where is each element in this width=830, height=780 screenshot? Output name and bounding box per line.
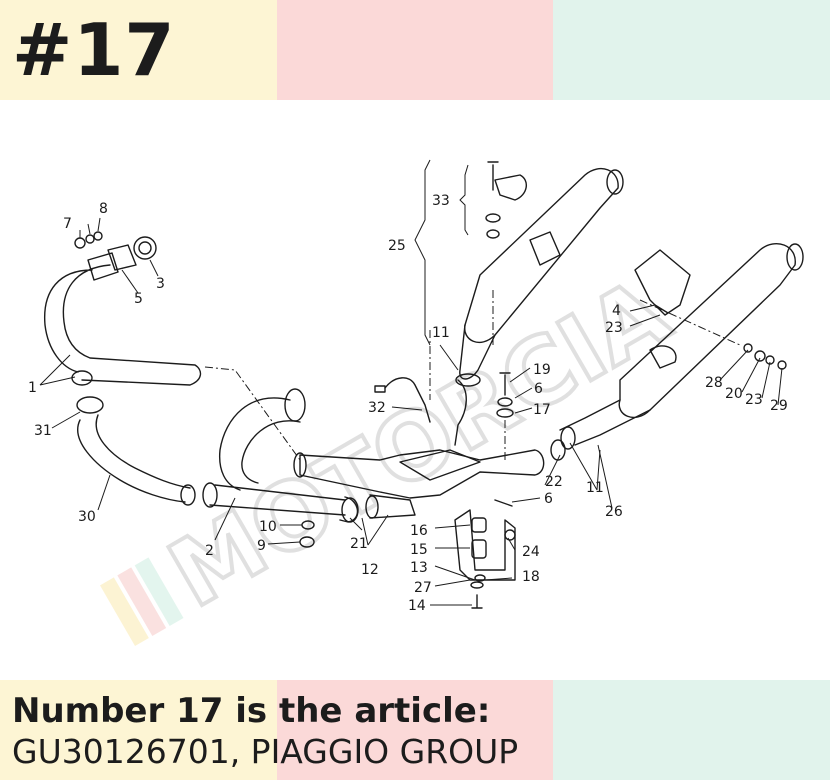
footer-band: [0, 680, 830, 780]
callout-19: 19: [533, 362, 551, 378]
callout-15: 15: [410, 542, 428, 558]
callout-32: 32: [368, 400, 386, 416]
band-green: [553, 0, 830, 100]
callout-7: 7: [63, 216, 72, 232]
band-pink: [277, 0, 553, 100]
callout-1: 1: [28, 380, 37, 396]
callout-31: 31: [34, 423, 52, 439]
leader-lines: [39, 217, 783, 606]
part-number-title: #17: [12, 8, 176, 92]
callout-labels: 1 2 3 4 5 6 6 7 8 9 10 11 11 12 13 14 15…: [28, 193, 788, 614]
callout-9: 9: [257, 538, 266, 554]
link-pipe-26: [559, 399, 651, 446]
callout-22: 22: [545, 474, 563, 490]
bracket-top: [634, 249, 691, 316]
band-green-bottom: [553, 680, 830, 780]
callout-30: 30: [78, 509, 96, 525]
callout-23a: 23: [605, 320, 623, 336]
callout-18: 18: [522, 569, 540, 585]
band-yellow-bottom: [0, 680, 277, 780]
callout-11b: 11: [586, 480, 604, 496]
header-pipe-left: [44, 264, 202, 386]
callout-21: 21: [350, 536, 368, 552]
mount-bracket: [454, 509, 516, 581]
collector: [299, 449, 545, 499]
callout-6b: 6: [544, 491, 553, 507]
callout-33: 33: [432, 193, 450, 209]
band-pink-bottom: [277, 680, 553, 780]
callout-12: 12: [361, 562, 379, 578]
callout-10: 10: [259, 519, 277, 535]
callout-17: 17: [533, 402, 551, 418]
caption-article: GU30126701, PIAGGIO GROUP: [12, 732, 519, 771]
callout-23b: 23: [745, 392, 763, 408]
silencer-bracket: [529, 231, 561, 266]
callout-24: 24: [522, 544, 540, 560]
header-band: [0, 0, 830, 100]
band-yellow: [0, 0, 277, 100]
callout-14: 14: [408, 598, 426, 614]
callout-25: 25: [388, 238, 406, 254]
callout-11a: 11: [432, 325, 450, 341]
header-pipe-2: [209, 397, 346, 516]
clamp-22-part: [550, 439, 566, 461]
callout-28: 28: [705, 375, 723, 391]
callout-13: 13: [410, 560, 428, 576]
flange-left: [87, 252, 119, 281]
callout-20: 20: [725, 386, 743, 402]
callout-4: 4: [612, 303, 621, 319]
pipe-30: [77, 414, 191, 503]
callout-6a: 6: [534, 381, 543, 397]
group-brackets: [414, 159, 469, 346]
gasket-31: [76, 396, 104, 414]
callout-3: 3: [156, 276, 165, 292]
watermark: MOTORCIA: [100, 256, 688, 646]
callout-27: 27: [414, 580, 432, 596]
silencer-lower: [618, 242, 796, 419]
alignment-lines: [204, 290, 741, 461]
callout-8: 8: [99, 201, 108, 217]
heat-shield: [649, 345, 677, 369]
caption-heading: Number 17 is the article:: [12, 691, 491, 731]
oxygen-sensor-32: [384, 377, 431, 423]
silencer-upper: [464, 167, 619, 344]
callout-2: 2: [205, 543, 214, 559]
caption: Number 17 is the article: GU30126701, PI…: [12, 690, 518, 772]
callout-29: 29: [770, 398, 788, 414]
callout-5: 5: [134, 291, 143, 307]
exhaust-diagram: MOTORCIA: [0, 100, 830, 680]
callout-16: 16: [410, 523, 428, 539]
callout-26: 26: [605, 504, 623, 520]
bracket-33: [494, 174, 527, 201]
flange-5: [107, 244, 137, 271]
gasket-3: [133, 236, 157, 260]
